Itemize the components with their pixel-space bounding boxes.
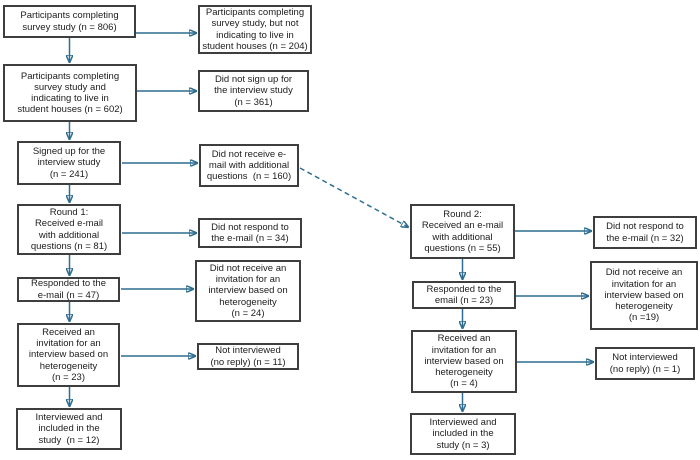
- node-no-response-34: Did not respond to the e-mail (n = 34): [198, 218, 302, 248]
- node-no-response-32: Did not respond to the e-mail (n = 32): [593, 216, 697, 249]
- node-invitation-23: Received an invitation for an interview …: [17, 323, 120, 387]
- node-round1-email-81: Round 1: Received e-mail with additional…: [17, 204, 121, 255]
- node-interviewed-3: Interviewed and included in the study (n…: [410, 413, 516, 455]
- node-interviewed-12: Interviewed and included in the study (n…: [16, 408, 122, 450]
- arrow-b6-b14-dashed: [299, 167, 408, 227]
- node-no-email-received-160: Did not receive e- mail with additional …: [199, 144, 299, 187]
- node-no-signup-361: Did not sign up for the interview study …: [198, 70, 309, 112]
- node-invitation-4: Received an invitation for an interview …: [411, 330, 517, 393]
- node-no-invitation-24: Did not receive an invitation for an int…: [195, 260, 301, 322]
- node-not-interviewed-1: Not interviewed (no reply) (n = 1): [595, 347, 695, 380]
- node-responded-47: Responded to the e-mail (n = 47): [17, 277, 120, 302]
- node-responded-23: Responded to the email (n = 23): [412, 281, 516, 309]
- node-round2-email-55: Round 2: Received an e-mail with additio…: [410, 204, 515, 259]
- node-student-houses-602: Participants completing survey study and…: [3, 64, 137, 122]
- node-no-invitation-19: Did not receive an invitation for an int…: [590, 261, 698, 330]
- node-signed-up-241: Signed up for the interview study (n = 2…: [17, 141, 121, 185]
- node-not-interviewed-11: Not interviewed (no reply) (n = 11): [197, 343, 299, 370]
- node-participants-survey-806: Participants completing survey study (n …: [3, 5, 136, 38]
- node-not-student-houses-204: Participants completing survey study, bu…: [198, 5, 312, 54]
